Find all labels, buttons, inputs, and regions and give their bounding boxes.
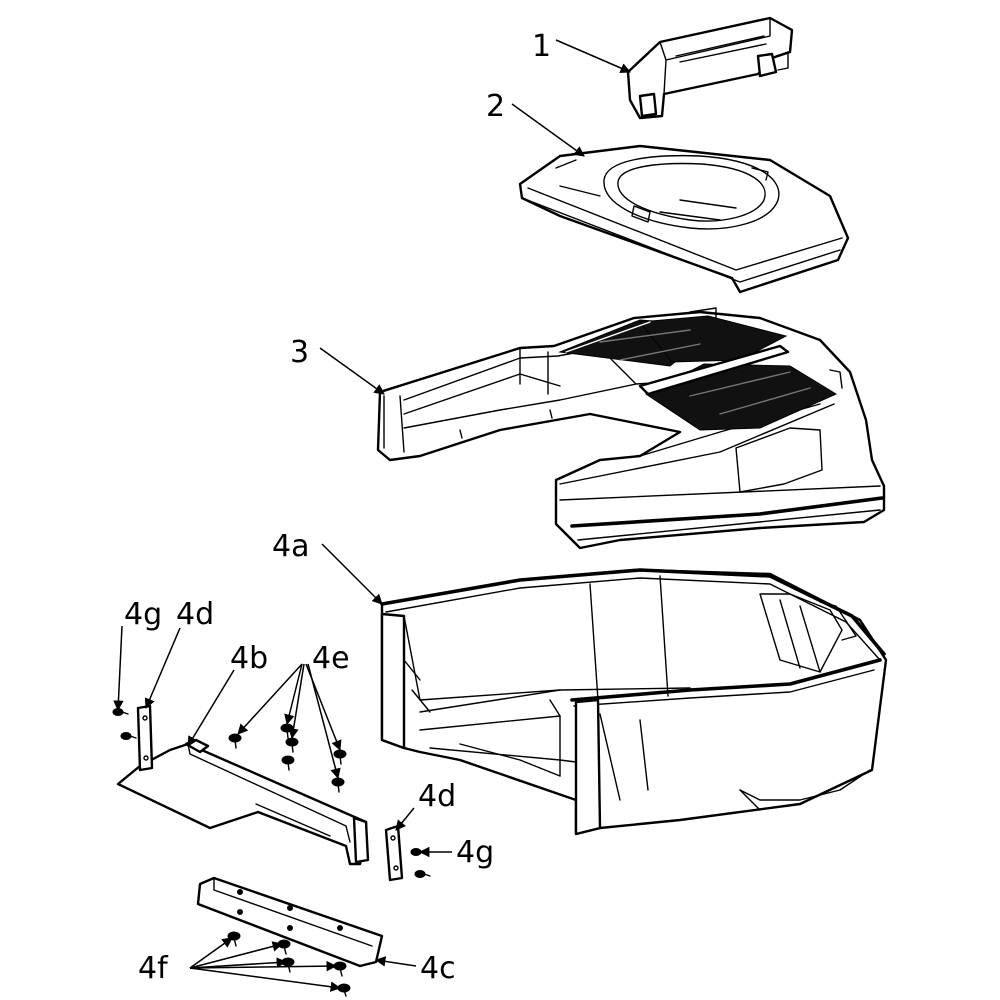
rivet-icon [277,939,291,955]
part-4g-screws-upper [112,708,137,740]
part-2-top-cover [518,144,850,294]
screw-icon [281,755,295,771]
part-4d-bracket-upper [136,704,154,772]
callout-4d-upper: 4d [176,597,214,632]
callout-4c: 4c [420,951,456,986]
callout-4f: 4f [138,951,169,986]
screw-icon [285,737,299,753]
part-4g-screws-lower [410,848,431,878]
rivet-icon [333,961,347,977]
screw-icon [333,749,347,765]
callout-4g-upper: 4g [124,597,162,632]
part-4e-screws [228,723,347,793]
callout-3: 3 [290,335,309,370]
part-1-handle [626,16,794,120]
screw-icon [112,708,129,716]
callout-4a: 4a [272,529,309,564]
callout-4e: 4e [312,641,350,676]
part-4a-bin-body [380,568,888,836]
leader-lines [113,39,631,992]
part-4c-lower-plate [196,876,384,968]
screw-icon [280,723,294,739]
rivet-icon [281,957,295,973]
screw-icon [414,870,431,878]
callout-4g-lower: 4g [456,835,494,870]
callout-1: 1 [532,29,551,64]
screw-icon [228,733,242,749]
callout-4d-lower: 4d [418,779,456,814]
part-3-frame [376,307,886,550]
callout-4b: 4b [230,641,268,676]
part-4d-bracket-lower [384,824,404,882]
callout-2: 2 [486,89,505,124]
part-4b-base-plate [116,738,370,866]
rivet-icon [337,983,351,997]
screw-icon [331,777,345,793]
screw-icon [120,732,137,740]
callout-labels: 1 2 3 4a 4g 4d 4b 4e 4d 4g 4f 4c [124,29,551,986]
